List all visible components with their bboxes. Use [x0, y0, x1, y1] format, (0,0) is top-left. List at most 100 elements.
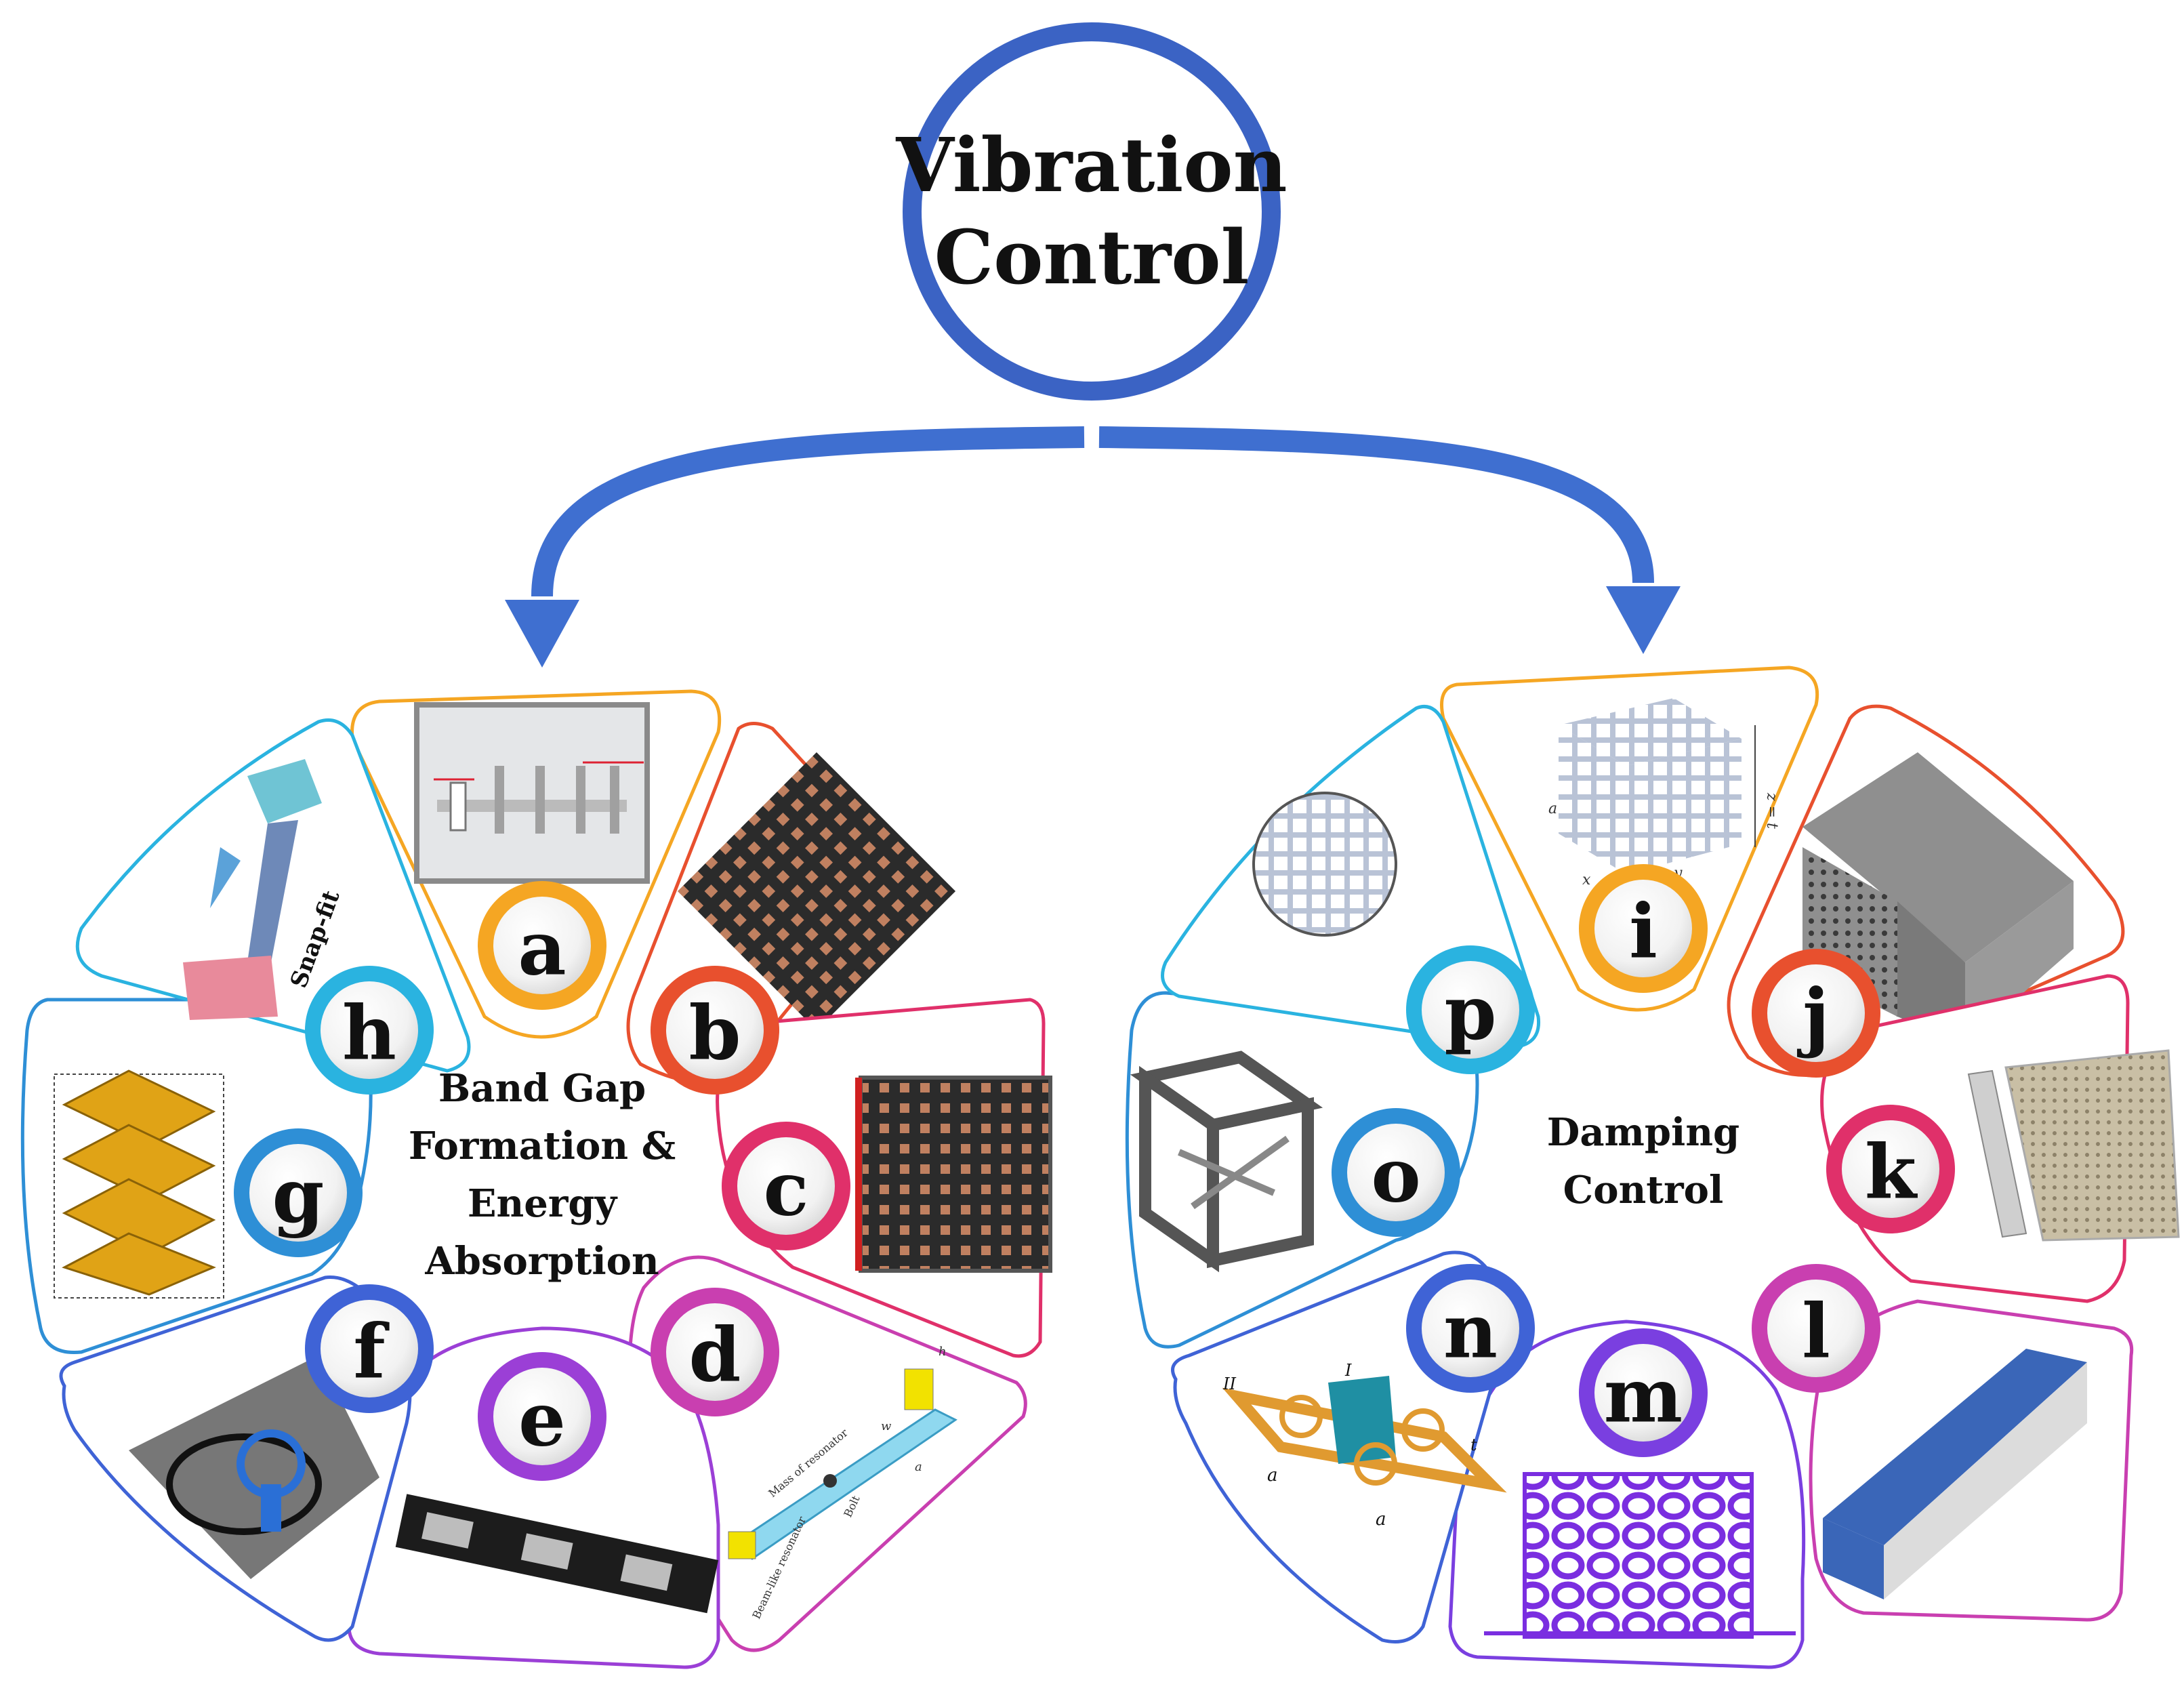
badge-f-letter: f: [353, 1308, 390, 1395]
panel-i-label-x: x: [1582, 872, 1591, 889]
panel-f-image: [129, 1355, 379, 1579]
badge-g-face: [249, 1144, 347, 1242]
arrow-left: [531, 426, 1085, 597]
badge-j-letter: j: [1796, 973, 1830, 1060]
badge-e: e: [478, 1352, 606, 1481]
badge-e-letter: e: [518, 1376, 566, 1463]
panel-g: [20, 998, 373, 1355]
badge-l: l: [1752, 1264, 1880, 1393]
left-group-label: Band Gap Formation & Energy Absorption: [409, 1066, 676, 1284]
panel-b-image: [677, 752, 956, 1031]
panel-c: [716, 998, 1052, 1358]
panel-d-label-w: w: [881, 1419, 892, 1433]
badge-i-letter: i: [1629, 888, 1657, 975]
badge-a-letter: a: [518, 905, 566, 992]
branch-arrows: [505, 426, 1681, 668]
panel-n-label-a1: a: [1267, 1465, 1278, 1486]
panel-n-label-I: I: [1344, 1361, 1352, 1380]
badge-p-letter: p: [1445, 969, 1497, 1057]
left-label-line-1: Band Gap: [438, 1066, 646, 1111]
panel-i-label-z: z = t: [1763, 792, 1780, 829]
badge-m-letter: m: [1604, 1352, 1683, 1439]
badge-a-face: [493, 897, 591, 994]
badge-e-face: [493, 1368, 591, 1465]
badge-o: o: [1332, 1108, 1460, 1237]
badge-b: b: [651, 966, 779, 1095]
badge-h-letter: h: [342, 989, 396, 1077]
badge-i: i: [1579, 864, 1708, 993]
badge-b-face: [666, 981, 764, 1079]
left-label-line-2: Formation &: [409, 1124, 676, 1168]
badge-m: m: [1579, 1328, 1708, 1457]
badge-n-face: [1422, 1280, 1519, 1377]
panel-p-image: [1252, 792, 1397, 937]
badge-d-letter: d: [689, 1311, 741, 1399]
panel-d-label-a: a: [915, 1460, 922, 1474]
badge-j: j: [1752, 949, 1880, 1078]
badge-f: f: [305, 1284, 434, 1413]
badge-g: g: [234, 1128, 363, 1257]
panel-o: [1125, 991, 1479, 1349]
panel-l-image: [1823, 1349, 2087, 1599]
badge-n-letter: n: [1443, 1288, 1498, 1375]
badge-a: a: [478, 881, 606, 1010]
panel-l: [1809, 1299, 2134, 1622]
panel-i-image: z = t a x y: [1548, 698, 1780, 889]
panel-d-label-h: h: [939, 1345, 947, 1359]
badge-j-face: [1767, 964, 1865, 1062]
right-group-label: Damping Control: [1547, 1110, 1739, 1212]
left-label-line-3: Energy: [468, 1181, 618, 1226]
right-group: z = t a x y: [1125, 666, 2180, 1669]
title-line-2: Control: [934, 213, 1250, 301]
title-ring: [903, 22, 1281, 401]
badge-n: n: [1406, 1264, 1535, 1393]
title-node: Vibration Control: [895, 22, 1287, 401]
badge-c-face: [737, 1137, 835, 1235]
badge-d: d: [651, 1288, 779, 1416]
badge-c-letter: c: [764, 1145, 809, 1233]
arrow-left-head: [505, 600, 579, 668]
left-group: Mass of resonator Beam-like resonator Bo…: [20, 689, 1052, 1669]
badge-f-face: [321, 1300, 418, 1397]
badge-g-letter: g: [272, 1152, 325, 1240]
panel-i: z = t a x y: [1440, 666, 1819, 1012]
badge-l-face: [1767, 1280, 1865, 1377]
badge-o-face: [1347, 1124, 1445, 1221]
badge-p-face: [1422, 961, 1519, 1059]
badge-b-letter: b: [689, 989, 741, 1077]
panel-m: [1448, 1320, 1806, 1669]
arrow-right-head: [1606, 586, 1681, 654]
badge-l-letter: l: [1802, 1288, 1830, 1375]
panel-n-label-t: t: [1470, 1435, 1477, 1454]
badge-h-face: [321, 981, 418, 1079]
panel-e: [347, 1326, 720, 1669]
panel-m-image: [1523, 1472, 1754, 1639]
panel-k-image: [1967, 1049, 2180, 1242]
badge-o-letter: o: [1371, 1132, 1420, 1219]
badge-k-letter: k: [1865, 1128, 1918, 1216]
badge-c: c: [722, 1122, 850, 1250]
panel-a: [350, 689, 722, 1039]
panel-g-image: [54, 1069, 224, 1299]
badge-k-face: [1842, 1120, 1939, 1218]
panel-o-image: [1130, 1050, 1323, 1273]
badge-k: k: [1826, 1105, 1955, 1233]
left-label-line-4: Absorption: [424, 1239, 659, 1284]
badge-m-face: [1594, 1344, 1692, 1442]
badge-d-face: [666, 1303, 764, 1401]
title-line-1: Vibration: [895, 121, 1287, 209]
panel-i-label-a: a: [1548, 800, 1557, 817]
panel-n-label-II: II: [1222, 1374, 1236, 1393]
panel-e-image: [395, 1494, 719, 1614]
badge-h: h: [305, 966, 434, 1095]
badge-p: p: [1406, 945, 1535, 1074]
panel-n-label-a2: a: [1376, 1509, 1386, 1530]
badge-i-face: [1594, 880, 1692, 977]
panel-j-image: [1802, 752, 2074, 1044]
arrow-right: [1098, 426, 1654, 584]
panel-n-image: I II a a t: [1222, 1361, 1507, 1530]
right-label-line-2: Control: [1563, 1168, 1724, 1212]
right-label-line-1: Damping: [1547, 1110, 1739, 1155]
